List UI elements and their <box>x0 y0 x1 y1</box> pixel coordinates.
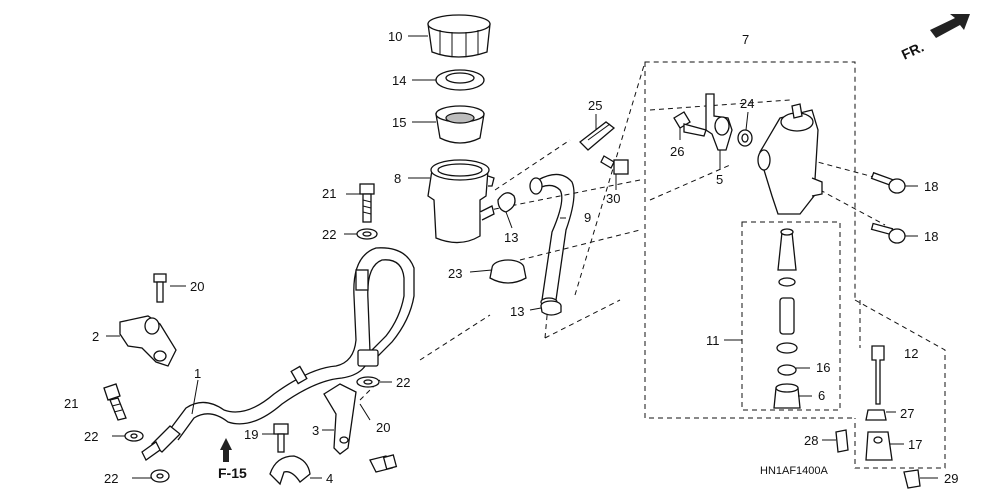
hose-bracket <box>119 315 177 367</box>
push-rod <box>871 345 885 405</box>
joint-nut <box>865 409 887 421</box>
diagram-code: HN1AF1400A <box>760 465 829 477</box>
piston-kit-frame <box>741 221 841 411</box>
bolt-lower <box>870 222 906 244</box>
bolt-upper <box>870 171 906 194</box>
part-label-20-lower: 20 <box>376 420 390 435</box>
bolt-hose <box>103 383 127 421</box>
guide-line-5 <box>419 314 491 361</box>
part-label-11: 11 <box>706 333 720 348</box>
part-label-23: 23 <box>448 266 462 281</box>
stay-plate <box>579 121 616 151</box>
hose-clip-lower <box>540 300 562 316</box>
part-label-29: 29 <box>944 471 958 486</box>
guide-line-4 <box>649 99 791 111</box>
part-label-19: 19 <box>244 427 258 442</box>
piston-kit <box>776 228 798 354</box>
clevis <box>865 431 893 461</box>
part-label-26: 26 <box>670 144 684 159</box>
part-label-22-bottom: 22 <box>104 471 118 486</box>
reservoir-tank <box>427 159 495 244</box>
joint-screw <box>673 111 707 137</box>
cotter-pin <box>903 469 921 489</box>
hose-clamp-plate <box>323 383 357 455</box>
bolt-bracket <box>153 273 167 303</box>
reservoir-diaphragm <box>435 105 485 144</box>
guide-line-1 <box>494 139 571 191</box>
reference-arrow: F-15 <box>218 438 247 481</box>
part-label-16: 16 <box>816 360 830 375</box>
part-label-10: 10 <box>388 29 402 44</box>
part-label-18-upper: 18 <box>924 179 938 194</box>
part-label-6: 6 <box>818 388 825 403</box>
boot <box>773 383 801 409</box>
part-label-22-hose: 22 <box>396 375 410 390</box>
part-label-9: 9 <box>584 210 591 225</box>
washer-reservoir <box>356 228 378 240</box>
reservoir-plate <box>435 69 485 91</box>
reservoir-cap <box>427 14 491 58</box>
guide-line-7 <box>819 189 886 226</box>
front-direction-arrow: FR. <box>899 14 970 63</box>
circlip <box>777 364 797 376</box>
part-label-20-upper: 20 <box>190 279 204 294</box>
brake-hose <box>167 247 415 441</box>
reference-label: F-15 <box>218 465 247 481</box>
hose-collar <box>357 349 379 367</box>
o-ring <box>737 129 753 147</box>
clevis-pin <box>835 429 849 453</box>
part-label-4: 4 <box>326 471 333 486</box>
part-label-7: 7 <box>742 32 749 47</box>
bolt-stay <box>600 155 629 175</box>
front-direction-label: FR. <box>899 39 926 63</box>
reservoir-frame-line <box>489 179 641 211</box>
washer-hose-upper <box>356 376 380 388</box>
part-label-5: 5 <box>716 172 723 187</box>
part-label-21-lower: 21 <box>64 396 78 411</box>
reservoir-group-frame <box>574 61 856 300</box>
bolt-clip <box>273 423 289 453</box>
part-label-15: 15 <box>392 115 406 130</box>
guide-line-6 <box>359 379 381 401</box>
hose-end-fitting <box>141 425 181 461</box>
bolt-clamp <box>369 454 398 473</box>
part-label-13-lower: 13 <box>510 304 524 319</box>
guide-line-2 <box>519 229 641 261</box>
part-label-27: 27 <box>900 406 914 421</box>
part-label-3: 3 <box>312 423 319 438</box>
part-label-12: 12 <box>904 346 918 361</box>
part-label-24: 24 <box>740 96 754 111</box>
guide-line-3 <box>649 164 731 201</box>
master-cylinder-body <box>757 103 823 215</box>
part-label-14: 14 <box>392 73 406 88</box>
master-cylinder-frame <box>644 62 855 419</box>
part-label-30: 30 <box>606 191 620 206</box>
part-label-22-left: 22 <box>84 429 98 444</box>
hose-clip-upper <box>497 192 516 213</box>
part-label-1: 1 <box>194 366 201 381</box>
part-label-2: 2 <box>92 329 99 344</box>
lower-assembly-frame <box>854 299 946 469</box>
hose-band <box>489 259 527 284</box>
part-label-25: 25 <box>588 98 602 113</box>
washer-hose-lower-a <box>124 430 144 442</box>
part-label-21-upper: 21 <box>322 186 336 201</box>
part-label-8: 8 <box>394 171 401 186</box>
hose-clip <box>269 455 311 486</box>
bolt-reservoir <box>359 183 375 223</box>
part-label-13-upper: 13 <box>504 230 518 245</box>
part-label-17: 17 <box>908 437 922 452</box>
part-label-28: 28 <box>804 433 818 448</box>
washer-hose-lower-b <box>150 469 170 483</box>
part-label-22-upper: 22 <box>322 227 336 242</box>
part-label-18-lower: 18 <box>924 229 938 244</box>
hose-joint <box>705 93 733 151</box>
